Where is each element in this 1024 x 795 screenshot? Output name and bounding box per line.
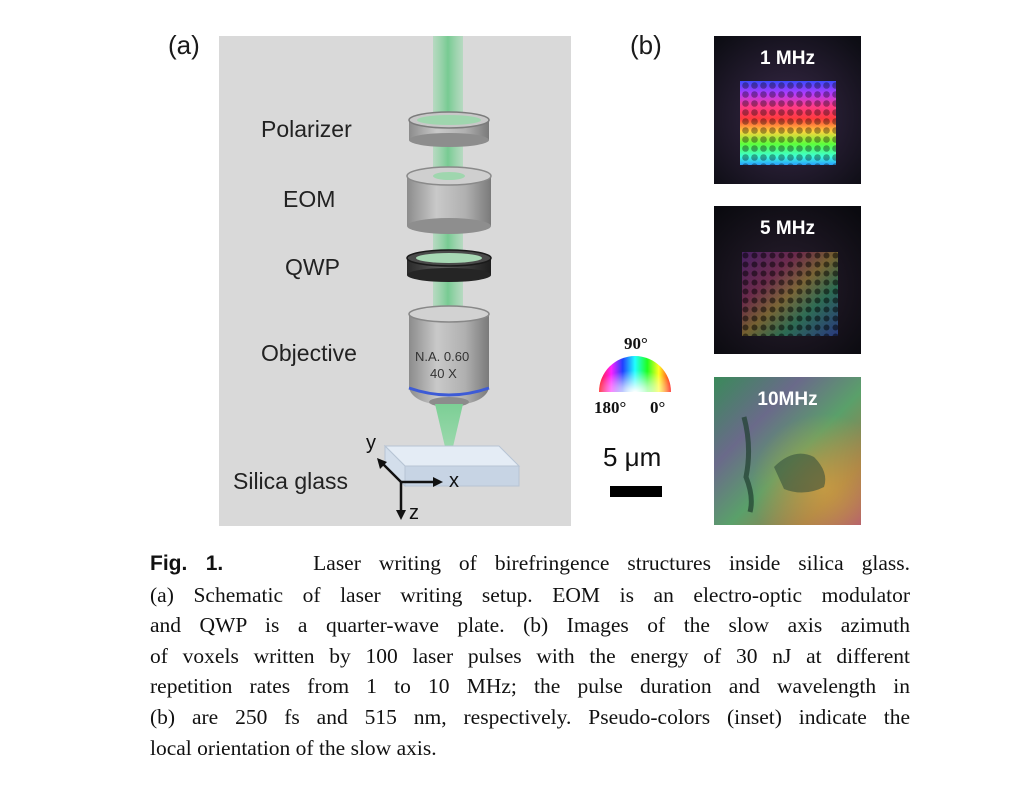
setup-schematic-drawing	[377, 36, 521, 520]
polarizer-label: Polarizer	[261, 116, 352, 142]
axis-x-label: x	[449, 470, 459, 492]
panel-b-letter: (b)	[630, 30, 662, 60]
color-wheel-top-label: 90°	[624, 334, 648, 353]
qwp-ring	[406, 249, 492, 282]
focused-beam	[435, 404, 463, 464]
caption-line-3: and QWP is a quarter-wave plate. (b) Ima…	[150, 613, 910, 638]
axis-y-label: y	[366, 432, 376, 454]
micrograph-1mhz: 1 MHz	[714, 36, 861, 184]
eom-label: EOM	[283, 186, 336, 212]
micrograph-1mhz-image	[714, 36, 861, 184]
objective-label: Objective	[261, 340, 357, 366]
setup-schematic: Polarizer EOM QWP Objective Silica glass…	[219, 36, 571, 526]
eom-cylinder	[406, 166, 492, 234]
caption-line-5: repetition rates from 1 to 10 MHz; the p…	[150, 674, 910, 699]
micrograph-1mhz-label: 1 MHz	[760, 48, 815, 69]
objective-lens	[408, 305, 490, 407]
caption-line-1-text: Laser writing of birefringence structure…	[313, 551, 910, 575]
micrograph-10mhz: 10MHz	[714, 377, 861, 525]
axis-z-label: z	[409, 502, 419, 524]
caption-line-6: (b) are 250 fs and 515 nm, respectively.…	[150, 704, 910, 729]
silica-glass-label: Silica glass	[233, 468, 349, 494]
color-wheel-icon	[599, 356, 671, 392]
caption-line-2: (a) Schematic of laser writing setup. EO…	[150, 582, 910, 607]
objective-mag-text: 40 X	[430, 366, 457, 381]
caption-line-1: Fig. 1. Laser writing of birefringence s…	[150, 548, 910, 580]
coordinate-axes	[377, 458, 443, 520]
orientation-color-wheel	[597, 356, 673, 394]
micrograph-5mhz-image	[714, 206, 861, 354]
scale-bar	[610, 486, 662, 497]
micrograph-5mhz: 5 MHz	[714, 206, 861, 354]
figure-caption: Fig. 1. Laser writing of birefringence s…	[150, 548, 910, 763]
color-wheel-left-label: 180°	[594, 398, 627, 417]
qwp-label: QWP	[285, 254, 340, 280]
panel-a-letter: (a)	[168, 30, 200, 60]
color-wheel-right-label: 0°	[650, 398, 666, 417]
micrograph-5mhz-label: 5 MHz	[760, 218, 815, 239]
objective-na-text: N.A. 0.60	[415, 349, 470, 364]
scale-bar-label: 5 μm	[603, 442, 662, 472]
micrograph-10mhz-label: 10MHz	[757, 389, 818, 410]
figure-label: Fig. 1.	[150, 552, 224, 575]
caption-line-7: local orientation of the slow axis.	[150, 735, 437, 760]
caption-line-4: of voxels written by 100 laser pulses wi…	[150, 643, 910, 668]
micrograph-10mhz-image	[714, 377, 861, 525]
polarizer-ring	[408, 111, 490, 147]
